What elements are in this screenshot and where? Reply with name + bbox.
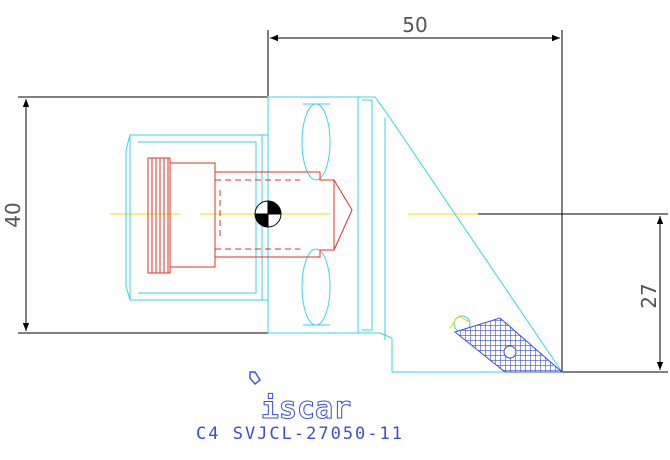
dimension-offset-label: 27: [637, 283, 661, 308]
dimension-offset: [478, 213, 668, 373]
internal-detail: [147, 157, 353, 274]
tool-outline: [125, 96, 563, 373]
svg-text:iscar: iscar: [261, 391, 351, 426]
dimension-height-label: 40: [1, 202, 25, 227]
iscar-logo: iscar: [249, 371, 352, 427]
dimension-height: [18, 96, 375, 334]
center-mark-icon: [254, 200, 282, 228]
dimension-width: [267, 30, 563, 372]
part-code: C4 SVJCL-27050-11: [196, 424, 404, 444]
cutting-insert: [449, 315, 564, 373]
dimension-width-label: 50: [402, 13, 427, 37]
